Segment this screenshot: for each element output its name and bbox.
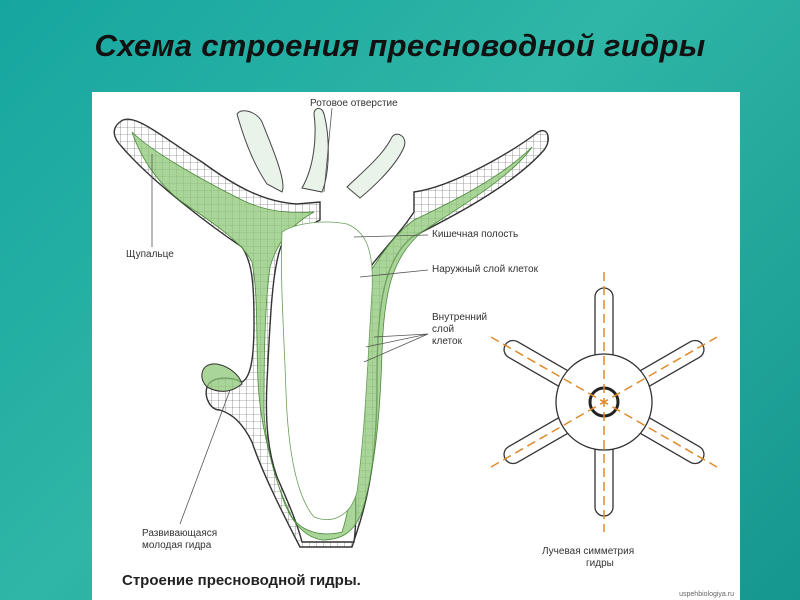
- label-mouth: Ротовое отверстие: [310, 98, 398, 109]
- label-bud-line2: молодая гидра: [142, 540, 212, 551]
- hydra-figure-panel: Ротовое отверстие Щупальце Кишечная поло…: [92, 92, 740, 600]
- label-inner-layer-line1: Внутренний: [432, 312, 488, 323]
- label-gut-cavity: Кишечная полость: [432, 229, 519, 240]
- label-symmetry-line1: Лучевая симметрия: [542, 546, 635, 557]
- label-tentacle: Щупальце: [126, 249, 174, 260]
- label-inner-layer-line3: клеток: [432, 336, 462, 347]
- label-inner-layer-line2: слой: [432, 324, 455, 335]
- label-symmetry-line2: гидры: [586, 558, 614, 569]
- hydra-inner-layer: [131, 131, 533, 541]
- slide-title: Схема строения пресноводной гидры: [94, 28, 706, 63]
- label-outer-layer: Наружный слой клеток: [432, 264, 538, 275]
- gut-cavity: [281, 221, 373, 520]
- watermark: uspehbiologiya.ru: [679, 591, 734, 598]
- tentacle-left-upper: [236, 110, 284, 193]
- tentacle-middle-upper: [301, 107, 329, 193]
- bud: [201, 363, 243, 392]
- figure-caption: Строение пресноводной гидры.: [122, 572, 361, 589]
- label-bud-line1: Развивающаяся: [142, 528, 218, 539]
- tentacle-right-upper: [346, 133, 406, 199]
- radial-symmetry-diagram: [490, 272, 718, 532]
- leader-lines: [151, 107, 429, 525]
- hydra-diagram: [113, 107, 718, 548]
- symmetry-axes: [490, 272, 718, 532]
